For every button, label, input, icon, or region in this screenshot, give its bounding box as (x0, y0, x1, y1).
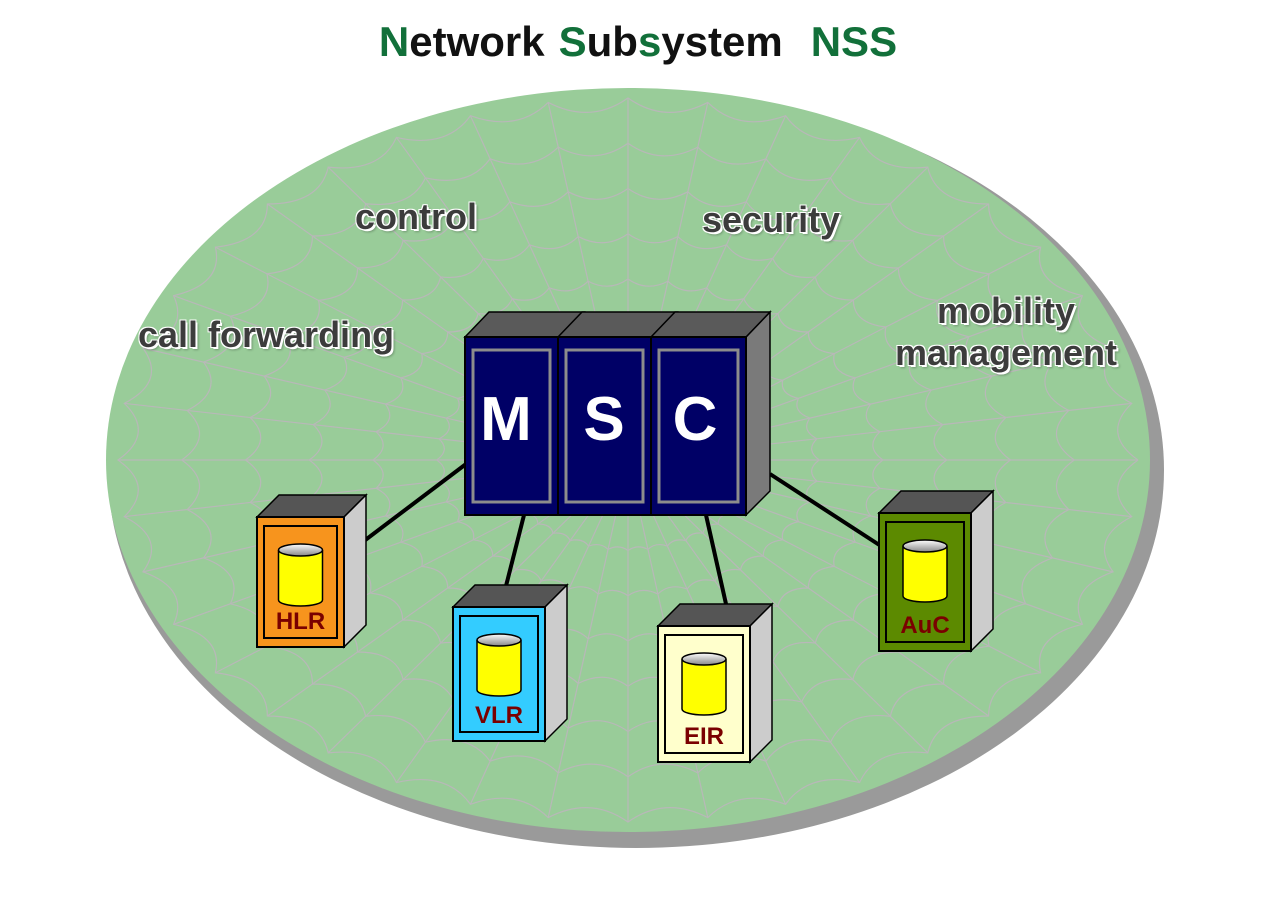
node-eir: EIR (656, 602, 774, 764)
label-mobility-management: mobility management (870, 290, 1142, 374)
database-cylinder-icon (681, 652, 727, 716)
link-msc-vlr (504, 514, 526, 587)
node-label-hlr: HLR (276, 608, 325, 635)
label-mobility-line1: mobility (936, 290, 1075, 331)
node-label-eir: EIR (684, 723, 724, 750)
database-nodes: HLR VLR EIR AuC (255, 489, 995, 764)
title-word-network: etwork (409, 18, 545, 65)
msc-letter-m: M (480, 385, 532, 454)
connections (362, 462, 886, 605)
msc-letter-s: S (583, 385, 624, 454)
web-ring (180, 142, 1075, 778)
msc-cluster: M S C (463, 310, 772, 517)
title-cap-n: N (378, 18, 410, 65)
title-cap-s: S (558, 18, 587, 65)
node-label-vlr: VLR (475, 702, 523, 729)
database-cylinder-icon (902, 539, 948, 603)
title-part-ystem: ystem (661, 18, 783, 65)
database-cylinder-icon (277, 543, 324, 607)
node-hlr: HLR (255, 493, 368, 649)
label-call-forwarding: call forwarding (138, 314, 395, 355)
link-msc-auc (768, 472, 886, 550)
msc-letter-c: C (673, 385, 718, 454)
label-control: control (355, 196, 477, 237)
node-auc: AuC (877, 489, 995, 653)
page-title: Network Subsystem NSS (0, 18, 1276, 66)
web-ring (308, 233, 948, 687)
title-abbrev-nss: NSS (810, 18, 898, 65)
database-cylinder-icon (476, 633, 522, 697)
title-cap-s2: s (637, 18, 662, 65)
label-security: security (702, 199, 841, 240)
node-label-auc: AuC (900, 612, 949, 639)
web-ring (244, 187, 1011, 733)
link-msc-hlr (362, 462, 468, 543)
title-part-ub: ub (586, 18, 638, 65)
web-ring (116, 97, 1139, 823)
link-msc-eir (704, 514, 728, 605)
node-vlr: VLR (451, 583, 569, 743)
label-mobility-line2: management (894, 332, 1118, 373)
